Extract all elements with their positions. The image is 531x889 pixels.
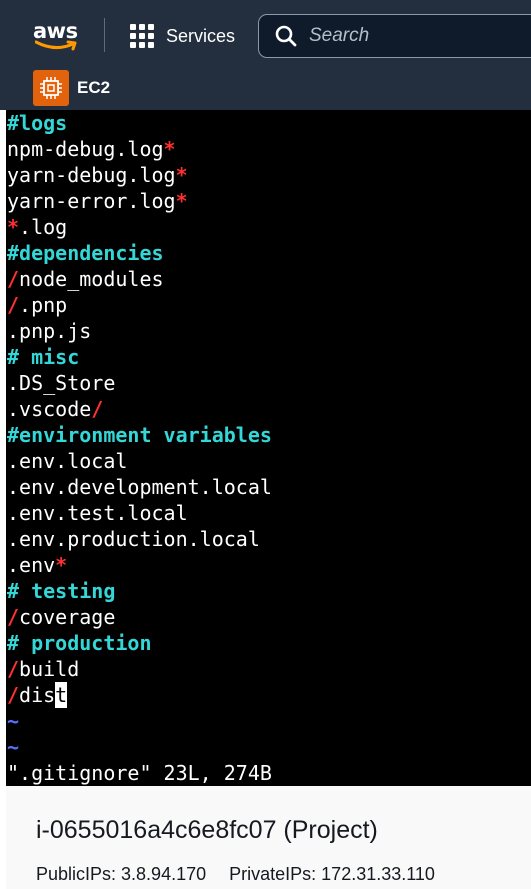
terminal-line: .DS_Store	[7, 370, 115, 396]
terminal-line: #environment variables	[7, 422, 272, 448]
search-input[interactable]: Search	[258, 14, 531, 58]
line-text: yarn-error.log	[7, 189, 176, 213]
ip-addresses: PublicIPs: 3.8.94.170 PrivateIPs: 172.31…	[36, 864, 435, 885]
line-text: .vscode	[7, 397, 92, 421]
line-text: .env.development.local	[7, 475, 272, 499]
special-char: /	[7, 267, 20, 291]
line-text: .env.production.local	[7, 527, 260, 551]
instance-info-panel: i-0655016a4c6e8fc07 (Project) PublicIPs:…	[6, 786, 531, 889]
special-char: *	[175, 189, 188, 213]
comment-text: #environment variables	[7, 423, 272, 447]
terminal-line: ".gitignore" 23L, 274B	[7, 760, 272, 786]
terminal-line: .env.production.local	[7, 526, 260, 552]
line-text: .env	[7, 553, 56, 577]
ec2-chip-icon	[40, 77, 62, 99]
terminal-line: .env.local	[7, 448, 127, 474]
comment-text: # testing	[7, 579, 116, 603]
services-label: Services	[166, 25, 236, 46]
line-text: .pnp.js	[7, 319, 92, 343]
terminal-line: .pnp.js	[7, 318, 91, 344]
terminal-line: /dist	[7, 682, 68, 708]
terminal-line: .vscode/	[7, 396, 103, 422]
aws-smile-icon	[35, 40, 77, 51]
aws-logo[interactable]: aws	[33, 20, 83, 54]
terminal-line: yarn-debug.log*	[7, 162, 188, 188]
terminal-line: /build	[7, 656, 79, 682]
text-cursor: t	[55, 682, 68, 708]
terminal-line: ~	[7, 708, 19, 734]
comment-text: #dependencies	[7, 241, 164, 265]
empty-line-marker: ~	[7, 709, 20, 733]
line-text: ".gitignore" 23L, 274B	[7, 761, 272, 785]
terminal-line: npm-debug.log*	[7, 136, 176, 162]
line-text: .pnp	[19, 293, 68, 317]
special-char: /	[7, 657, 20, 681]
line-text: yarn-debug.log	[7, 163, 176, 187]
grid-menu-icon	[130, 24, 154, 48]
aws-logo-text: aws	[33, 19, 78, 43]
terminal-line: # misc	[7, 344, 79, 370]
comment-text: #logs	[7, 111, 68, 135]
terminal-line: *.log	[7, 214, 67, 240]
aws-top-nav: aws Services Search	[0, 0, 531, 70]
instance-title: i-0655016a4c6e8fc07 (Project)	[36, 816, 378, 844]
services-menu-button[interactable]: Services	[130, 23, 235, 49]
terminal-line: yarn-error.log*	[7, 188, 188, 214]
terminal-line: ~	[7, 734, 19, 760]
terminal-line: #dependencies	[7, 240, 164, 266]
private-ips: PrivateIPs: 172.31.33.110	[229, 864, 435, 884]
line-text: .DS_Store	[7, 371, 116, 395]
special-char: /	[7, 683, 20, 707]
ec2-icon[interactable]	[33, 70, 69, 106]
search-placeholder: Search	[309, 25, 370, 46]
terminal-line: # production	[7, 630, 152, 656]
special-char: *	[55, 553, 68, 577]
search-icon	[275, 25, 297, 47]
line-text: .log	[19, 215, 68, 239]
line-text: node_modules	[19, 267, 164, 291]
terminal-line: /node_modules	[7, 266, 164, 292]
line-text: build	[19, 657, 80, 681]
comment-text: # misc	[7, 345, 80, 369]
terminal-line: .env*	[7, 552, 67, 578]
public-ips: PublicIPs: 3.8.94.170	[36, 864, 207, 884]
line-text: dis	[19, 683, 56, 707]
service-bar: EC2	[0, 70, 531, 110]
line-text: npm-debug.log	[7, 137, 164, 161]
line-text: coverage	[19, 605, 116, 629]
terminal-line: /coverage	[7, 604, 115, 630]
special-char: *	[175, 163, 188, 187]
nav-divider	[104, 18, 105, 52]
special-char: *	[7, 215, 20, 239]
service-name-label[interactable]: EC2	[77, 78, 111, 97]
terminal-line: .env.test.local	[7, 500, 188, 526]
terminal-line: /.pnp	[7, 292, 67, 318]
empty-line-marker: ~	[7, 735, 20, 759]
terminal-line: #logs	[7, 110, 67, 136]
terminal-line: # testing	[7, 578, 115, 604]
comment-text: # production	[7, 631, 152, 655]
special-char: *	[163, 137, 176, 161]
special-char: /	[7, 605, 20, 629]
special-char: /	[7, 293, 20, 317]
special-char: /	[91, 397, 104, 421]
terminal-line: .env.development.local	[7, 474, 272, 500]
line-text: .env.test.local	[7, 501, 188, 525]
line-text: .env.local	[7, 449, 128, 473]
